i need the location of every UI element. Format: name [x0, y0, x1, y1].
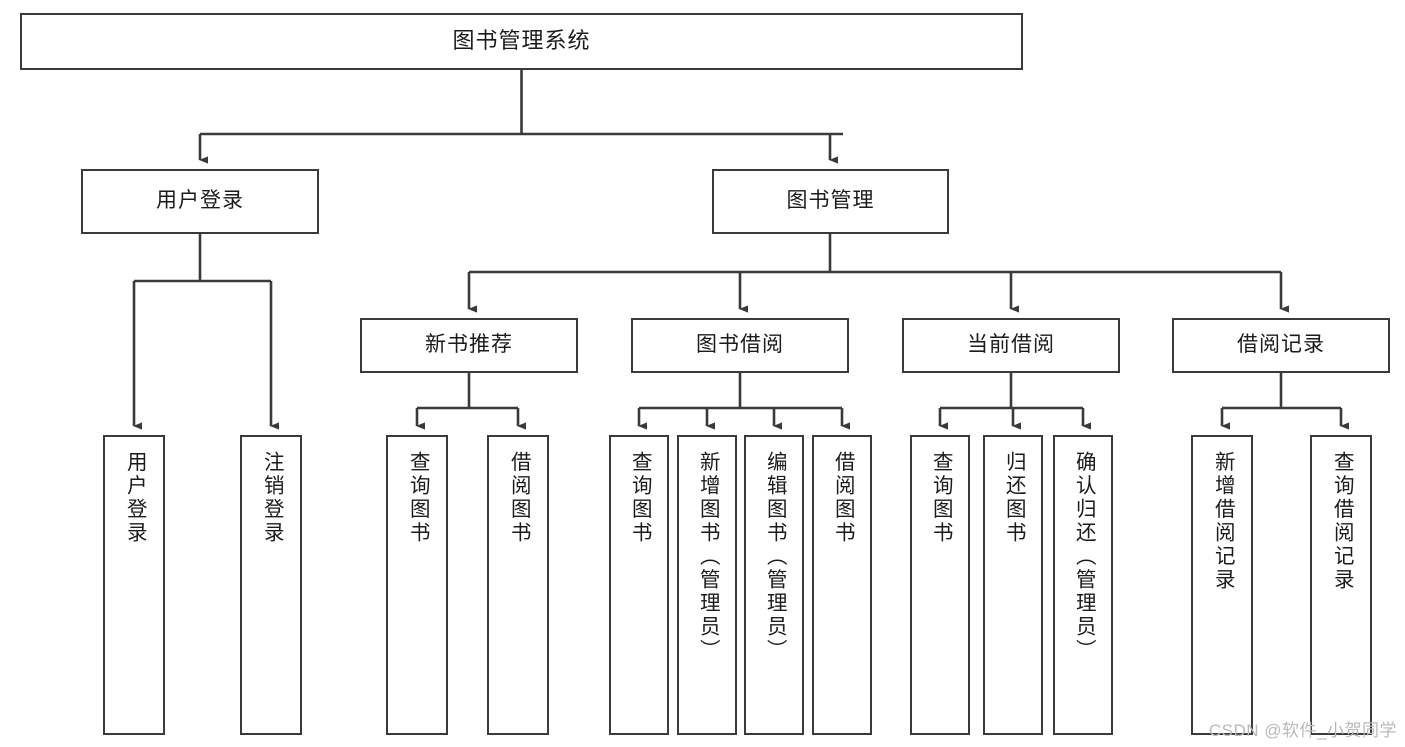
node-leaf-label: 新增借阅记录	[1211, 451, 1235, 592]
node-book-borrow-label: 图书借阅	[696, 333, 784, 357]
node-leaf-label: 注销登录	[260, 451, 284, 545]
node-leaf-label: 查询图书	[406, 451, 430, 545]
node-current-borrow-label: 当前借阅	[967, 333, 1055, 357]
node-leaf-borrow-books-newbook[interactable]: 借阅图书	[487, 435, 549, 735]
node-leaf-label: 查询借阅记录	[1330, 451, 1354, 592]
node-leaf-borrow-books[interactable]: 借阅图书	[812, 435, 872, 735]
node-book-management[interactable]: 图书管理	[712, 169, 949, 234]
node-leaf-label: 借阅图书	[507, 451, 531, 545]
node-borrow-record[interactable]: 借阅记录	[1172, 318, 1390, 373]
node-leaf-label: 归还图书	[1002, 451, 1026, 545]
node-leaf-query-books-current[interactable]: 查询图书	[910, 435, 970, 735]
node-new-book-recommend[interactable]: 新书推荐	[360, 318, 578, 373]
node-new-book-recommend-label: 新书推荐	[425, 333, 513, 357]
node-leaf-label: 用户登录	[123, 451, 147, 545]
node-current-borrow[interactable]: 当前借阅	[902, 318, 1120, 373]
node-leaf-add-borrow-record[interactable]: 新增借阅记录	[1191, 435, 1253, 735]
csdn-watermark: CSDN @软件_小贺同学	[1208, 721, 1397, 740]
node-leaf-return-books[interactable]: 归还图书	[983, 435, 1043, 735]
node-user-login-label: 用户登录	[156, 189, 244, 213]
node-leaf-logout[interactable]: 注销登录	[240, 435, 302, 735]
node-leaf-edit-book-admin[interactable]: 编辑图书（管理员）	[744, 435, 804, 735]
node-leaf-confirm-return-admin[interactable]: 确认归还（管理员）	[1053, 435, 1113, 735]
node-book-borrow[interactable]: 图书借阅	[631, 318, 849, 373]
node-borrow-record-label: 借阅记录	[1237, 333, 1325, 357]
node-leaf-label: 借阅图书	[831, 451, 855, 545]
node-book-management-label: 图书管理	[786, 189, 875, 213]
node-leaf-label: 查询图书	[628, 451, 652, 545]
node-root-label: 图书管理系统	[452, 28, 591, 54]
node-leaf-user-login[interactable]: 用户登录	[103, 435, 165, 735]
node-user-login[interactable]: 用户登录	[81, 169, 319, 234]
node-leaf-query-borrow-record[interactable]: 查询借阅记录	[1310, 435, 1372, 735]
node-root-system[interactable]: 图书管理系统	[20, 13, 1023, 70]
node-leaf-label: 编辑图书（管理员）	[763, 451, 787, 663]
node-leaf-query-books-borrow[interactable]: 查询图书	[609, 435, 669, 735]
node-leaf-query-books-newbook[interactable]: 查询图书	[386, 435, 448, 735]
node-leaf-label: 查询图书	[929, 451, 953, 545]
node-leaf-add-book-admin[interactable]: 新增图书（管理员）	[677, 435, 737, 735]
node-leaf-label: 确认归还（管理员）	[1072, 451, 1096, 663]
node-leaf-label: 新增图书（管理员）	[696, 451, 720, 663]
